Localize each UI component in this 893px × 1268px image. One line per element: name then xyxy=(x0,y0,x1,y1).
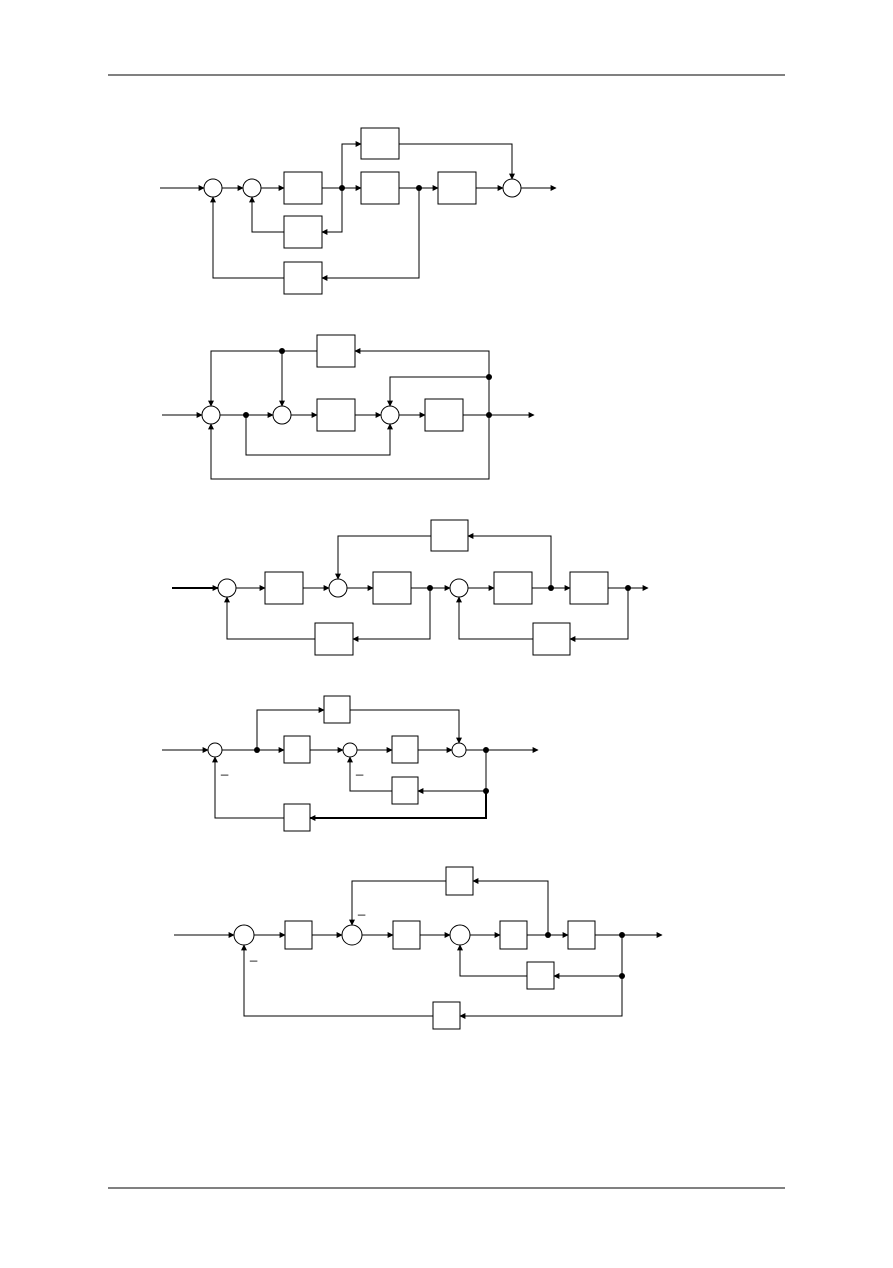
branch-point xyxy=(243,412,249,418)
branch-point xyxy=(483,788,489,794)
branch-point xyxy=(619,932,625,938)
summing-junction xyxy=(449,578,469,598)
minus-sign-label: _ xyxy=(357,901,366,916)
transfer-block xyxy=(360,171,400,205)
branch-point xyxy=(486,374,492,380)
signal-line xyxy=(352,588,431,642)
transfer-block xyxy=(323,695,351,724)
signal-line xyxy=(208,350,317,407)
transfer-block xyxy=(391,776,419,805)
block-diagram-1 xyxy=(160,127,557,295)
signal-line xyxy=(249,196,284,233)
summing-junction xyxy=(217,578,237,598)
summing-junction xyxy=(342,742,358,758)
transfer-block xyxy=(264,571,304,605)
signal-line xyxy=(212,756,284,819)
transfer-block xyxy=(432,1001,461,1030)
transfer-block xyxy=(430,519,469,552)
branch-point xyxy=(483,747,489,753)
block-diagram-5 xyxy=(174,866,663,1030)
transfer-block xyxy=(316,334,356,368)
signal-line xyxy=(224,596,315,640)
summing-junction xyxy=(201,405,221,425)
summing-junction xyxy=(272,405,292,425)
branch-point xyxy=(619,973,625,979)
minus-sign-label: _ xyxy=(220,761,229,776)
branch-point xyxy=(416,185,422,191)
transfer-block xyxy=(445,866,474,896)
transfer-block xyxy=(372,571,412,605)
signal-line xyxy=(245,415,393,456)
signal-line xyxy=(569,588,629,642)
branch-point xyxy=(254,747,260,753)
branch-point xyxy=(486,412,492,418)
minus-sign-label: _ xyxy=(355,761,364,776)
transfer-block xyxy=(283,261,323,295)
transfer-block xyxy=(314,622,354,656)
summing-junction xyxy=(449,924,471,946)
summing-junction xyxy=(233,924,255,946)
branch-point xyxy=(625,585,631,591)
branch-point xyxy=(545,932,551,938)
summing-junction xyxy=(451,742,467,758)
transfer-block xyxy=(316,398,356,432)
transfer-block xyxy=(391,735,419,764)
transfer-block xyxy=(360,127,400,160)
signal-line xyxy=(417,750,487,794)
branch-point xyxy=(548,585,554,591)
signal-line xyxy=(256,707,325,750)
transfer-block xyxy=(532,622,571,656)
signal-line xyxy=(335,535,431,580)
transfer-block xyxy=(392,920,421,950)
block-diagram-3 xyxy=(172,519,649,656)
summing-junction xyxy=(242,178,262,198)
signal-line xyxy=(354,348,490,415)
transfer-block xyxy=(437,171,477,205)
signal-line xyxy=(399,143,515,180)
summing-junction xyxy=(203,178,223,198)
signal-line xyxy=(457,944,527,977)
signal-line xyxy=(472,878,549,935)
transfer-block xyxy=(526,961,555,990)
signal-line xyxy=(347,756,392,792)
transfer-block xyxy=(283,803,311,832)
signal-line xyxy=(241,944,433,1017)
transfer-block xyxy=(283,735,311,764)
signal-line xyxy=(210,196,284,279)
branch-point xyxy=(279,348,285,354)
transfer-block xyxy=(499,920,528,950)
signal-line xyxy=(350,709,462,744)
signal-line xyxy=(321,188,420,281)
signal-line xyxy=(341,141,362,188)
block-diagram-4 xyxy=(162,695,539,832)
branch-point xyxy=(427,585,433,591)
signal-line xyxy=(459,976,623,1019)
transfer-block xyxy=(493,571,533,605)
signal-line xyxy=(208,415,490,480)
summing-junction xyxy=(380,405,400,425)
signal-line xyxy=(349,880,446,926)
branch-point xyxy=(339,185,345,191)
transfer-block xyxy=(424,398,464,432)
signal-line xyxy=(467,533,552,588)
transfer-block xyxy=(569,571,609,605)
signal-line xyxy=(456,596,533,640)
summing-junction xyxy=(341,924,363,946)
transfer-block xyxy=(283,215,323,249)
signal-line xyxy=(321,188,343,235)
summing-junction xyxy=(207,742,223,758)
transfer-block xyxy=(283,171,323,205)
signal-line xyxy=(553,935,623,979)
summing-junction xyxy=(328,578,348,598)
transfer-block xyxy=(567,920,596,950)
signal-line xyxy=(387,376,489,407)
block-diagram-2 xyxy=(162,334,535,480)
transfer-block xyxy=(284,920,313,950)
signal-line xyxy=(309,791,487,821)
summing-junction xyxy=(502,178,522,198)
minus-sign-label: _ xyxy=(249,947,258,962)
